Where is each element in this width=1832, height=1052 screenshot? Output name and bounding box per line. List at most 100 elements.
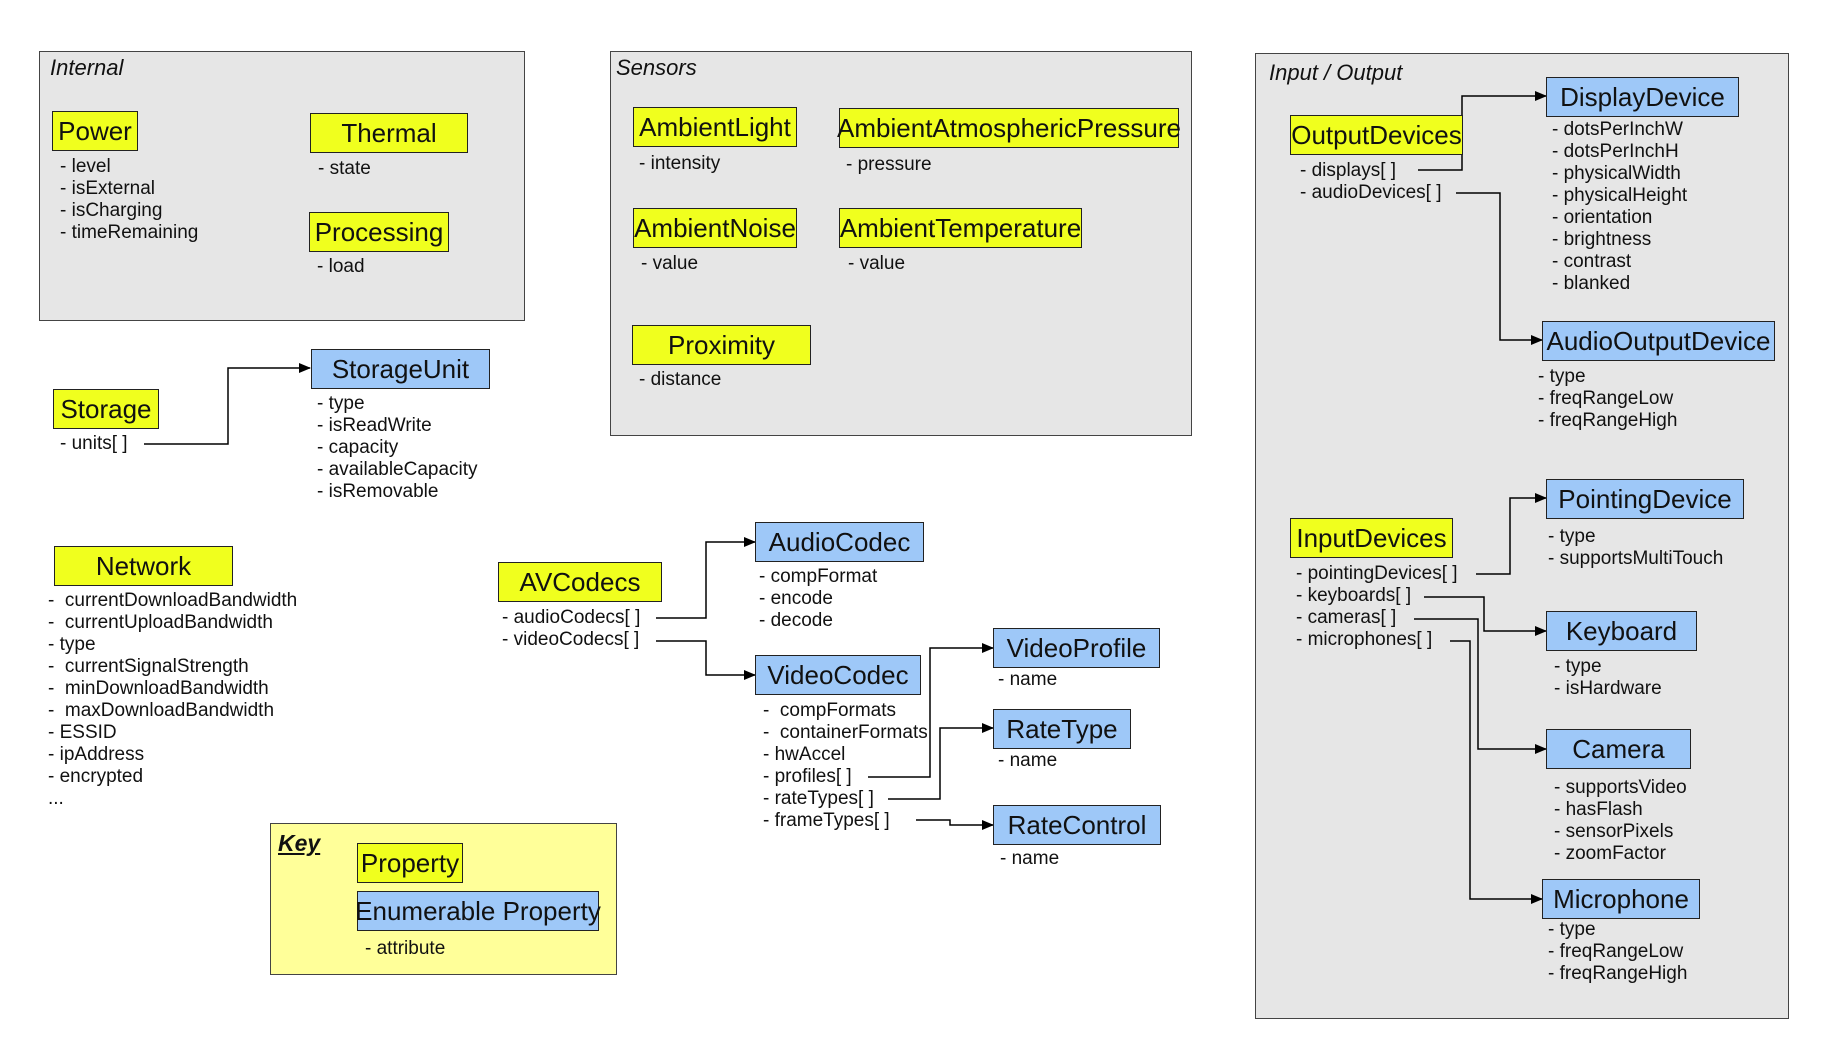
property: - encrypted bbox=[48, 766, 144, 787]
rate-control-properties: - name bbox=[1000, 848, 1059, 870]
audio-codec-box: AudioCodec bbox=[755, 522, 924, 562]
ambient-pressure-box: AmbientAtmosphericPressure bbox=[837, 108, 1181, 148]
pointing-device-box: PointingDevice bbox=[1546, 479, 1744, 519]
video-profile-properties: - name bbox=[998, 669, 1057, 691]
microphone-properties: - type - freqRangeLow - freqRangeHigh bbox=[1548, 919, 1687, 985]
property: - attribute bbox=[365, 938, 446, 959]
ambient-noise-box: AmbientNoise bbox=[633, 208, 797, 248]
network-box: Network bbox=[54, 546, 233, 586]
property: - minDownloadBandwidth bbox=[48, 678, 269, 699]
property: - dotsPerInchH bbox=[1552, 141, 1679, 162]
property: - currentSignalStrength bbox=[48, 656, 249, 677]
connector-audiocodecs bbox=[656, 537, 756, 619]
property: - freqRangeHigh bbox=[1538, 410, 1678, 431]
proximity-properties: - distance bbox=[639, 369, 721, 391]
property: - encode bbox=[759, 588, 833, 609]
ambient-temperature-box: AmbientTemperature bbox=[839, 208, 1082, 248]
property: ... bbox=[48, 788, 64, 809]
property: - rateTypes[ ] bbox=[763, 788, 874, 809]
key-property-box: Property bbox=[357, 843, 463, 883]
property: - physicalWidth bbox=[1552, 163, 1681, 184]
property: - audioDevices[ ] bbox=[1300, 182, 1442, 203]
property: - isReadWrite bbox=[317, 415, 432, 436]
property: - physicalHeight bbox=[1552, 185, 1688, 206]
input-devices-properties: - pointingDevices[ ] - keyboards[ ] - ca… bbox=[1296, 563, 1458, 651]
connector-videocodecs bbox=[656, 640, 756, 680]
display-device-box: DisplayDevice bbox=[1546, 77, 1739, 117]
io-panel-title: Input / Output bbox=[1269, 60, 1403, 85]
connector-storage-units bbox=[144, 363, 311, 445]
property: - type bbox=[1554, 656, 1602, 677]
processing-box: Processing bbox=[309, 212, 449, 252]
key-enumerable-box: Enumerable Property bbox=[355, 891, 601, 931]
output-devices-box: OutputDevices bbox=[1290, 115, 1463, 155]
key-panel-title: Key bbox=[278, 830, 321, 856]
storage-unit-properties: - type - isReadWrite - capacity - availa… bbox=[317, 393, 478, 503]
internal-panel-title: Internal bbox=[50, 55, 124, 80]
property: - blanked bbox=[1552, 273, 1631, 294]
audio-output-device-properties: - type - freqRangeLow - freqRangeHigh bbox=[1538, 366, 1677, 432]
property: - units[ ] bbox=[60, 433, 128, 454]
property: - value bbox=[641, 253, 699, 274]
property: - containerFormats bbox=[763, 722, 928, 743]
property: - keyboards[ ] bbox=[1296, 585, 1412, 606]
camera-box: Camera bbox=[1546, 729, 1691, 769]
property: - sensorPixels bbox=[1554, 821, 1674, 842]
avcodecs-properties: - audioCodecs[ ] - videoCodecs[ ] bbox=[502, 607, 640, 651]
property: - name bbox=[998, 669, 1058, 690]
property: - orientation bbox=[1552, 207, 1653, 228]
rate-type-box: RateType bbox=[993, 709, 1131, 749]
property: - availableCapacity bbox=[317, 459, 478, 480]
video-profile-box: VideoProfile bbox=[993, 628, 1160, 668]
display-device-properties: - dotsPerInchW - dotsPerInchH - physical… bbox=[1552, 119, 1687, 295]
property: - cameras[ ] bbox=[1296, 607, 1397, 628]
property: - brightness bbox=[1552, 229, 1652, 250]
property: - ESSID bbox=[48, 722, 117, 743]
property: - value bbox=[848, 253, 906, 274]
property: - intensity bbox=[639, 153, 721, 174]
property: - distance bbox=[639, 369, 722, 390]
network-properties: - currentDownloadBandwidth - currentUplo… bbox=[48, 590, 297, 810]
property: - isCharging bbox=[60, 200, 163, 221]
key-attribute: - attribute bbox=[365, 938, 445, 960]
sensors-panel-title: Sensors bbox=[616, 55, 697, 80]
property: - isExternal bbox=[60, 178, 156, 199]
property: - capacity bbox=[317, 437, 399, 458]
property: - hwAccel bbox=[763, 744, 846, 765]
output-devices-properties: - displays[ ] - audioDevices[ ] bbox=[1300, 160, 1442, 204]
power-properties: - level - isExternal - isCharging - time… bbox=[60, 156, 198, 244]
camera-properties: - supportsVideo - hasFlash - sensorPixel… bbox=[1554, 777, 1687, 865]
property: - freqRangeLow bbox=[1548, 941, 1684, 962]
property: - zoomFactor bbox=[1554, 843, 1666, 864]
property: - freqRangeHigh bbox=[1548, 963, 1688, 984]
property: - supportsMultiTouch bbox=[1548, 548, 1724, 569]
pointing-device-properties: - type - supportsMultiTouch bbox=[1548, 526, 1723, 570]
property: - currentDownloadBandwidth bbox=[48, 590, 298, 611]
property: - type bbox=[48, 634, 96, 655]
property: - profiles[ ] bbox=[763, 766, 852, 787]
video-codec-box: VideoCodec bbox=[755, 655, 921, 695]
property: - dotsPerInchW bbox=[1552, 119, 1683, 140]
property: - currentUploadBandwidth bbox=[48, 612, 273, 633]
avcodecs-box: AVCodecs bbox=[498, 562, 662, 602]
property: - type bbox=[317, 393, 365, 414]
property: - pointingDevices[ ] bbox=[1296, 563, 1458, 584]
property: - name bbox=[1000, 848, 1060, 869]
audio-codec-properties: - compFormat - encode - decode bbox=[759, 566, 877, 632]
property: - state bbox=[318, 158, 371, 179]
input-devices-box: InputDevices bbox=[1290, 518, 1453, 558]
property: - hasFlash bbox=[1554, 799, 1643, 820]
storage-properties: - units[ ] bbox=[60, 433, 128, 455]
keyboard-properties: - type - isHardware bbox=[1554, 656, 1662, 700]
microphone-box: Microphone bbox=[1542, 879, 1700, 919]
property: - videoCodecs[ ] bbox=[502, 629, 640, 650]
ambient-light-properties: - intensity bbox=[639, 153, 720, 175]
property: - compFormats bbox=[763, 700, 897, 721]
property: - audioCodecs[ ] bbox=[502, 607, 641, 628]
property: - pressure bbox=[846, 154, 932, 175]
processing-properties: - load bbox=[317, 256, 365, 278]
property: - load bbox=[317, 256, 365, 277]
property: - timeRemaining bbox=[60, 222, 199, 243]
video-codec-properties: - compFormats - containerFormats - hwAcc… bbox=[763, 700, 928, 832]
